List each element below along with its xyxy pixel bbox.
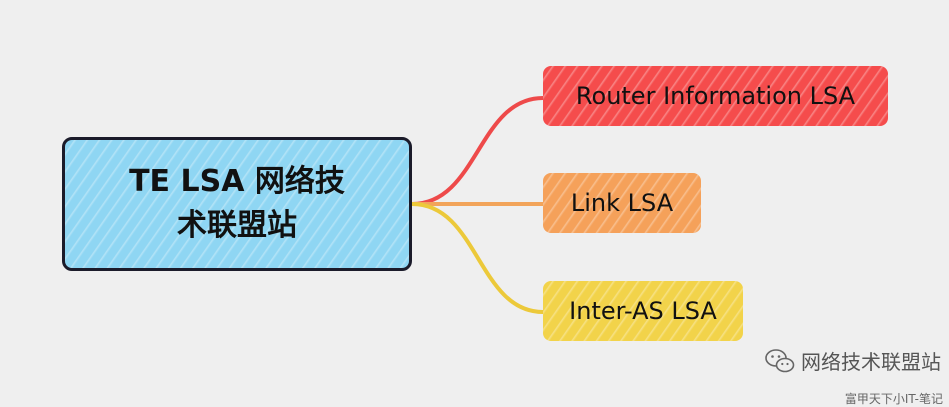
topic-label: Link LSA <box>570 189 674 217</box>
root-topic-line-1: TE LSA 网络技 <box>129 164 345 199</box>
topic-inter-as-lsa[interactable]: Inter-AS LSA <box>543 281 743 341</box>
watermark-text: 网络技术联盟站 <box>801 350 941 374</box>
root-topic-line-2: 术联盟站 <box>176 208 297 243</box>
wechat-icon <box>765 348 795 372</box>
watermark: 网络技术联盟站 <box>765 346 941 375</box>
footer-credit: 富甲天下小IT-笔记 <box>844 392 943 406</box>
topic-router-information-lsa[interactable]: Router Information LSA <box>543 66 888 126</box>
root-topic[interactable]: TE LSA 网络技 术联盟站 <box>62 137 412 271</box>
topic-label: Inter-AS LSA <box>569 297 717 325</box>
connector-router-information <box>410 96 545 206</box>
topic-label: Router Information LSA <box>575 82 856 110</box>
connector-inter-as <box>410 202 545 314</box>
topic-link-lsa[interactable]: Link LSA <box>543 173 701 233</box>
